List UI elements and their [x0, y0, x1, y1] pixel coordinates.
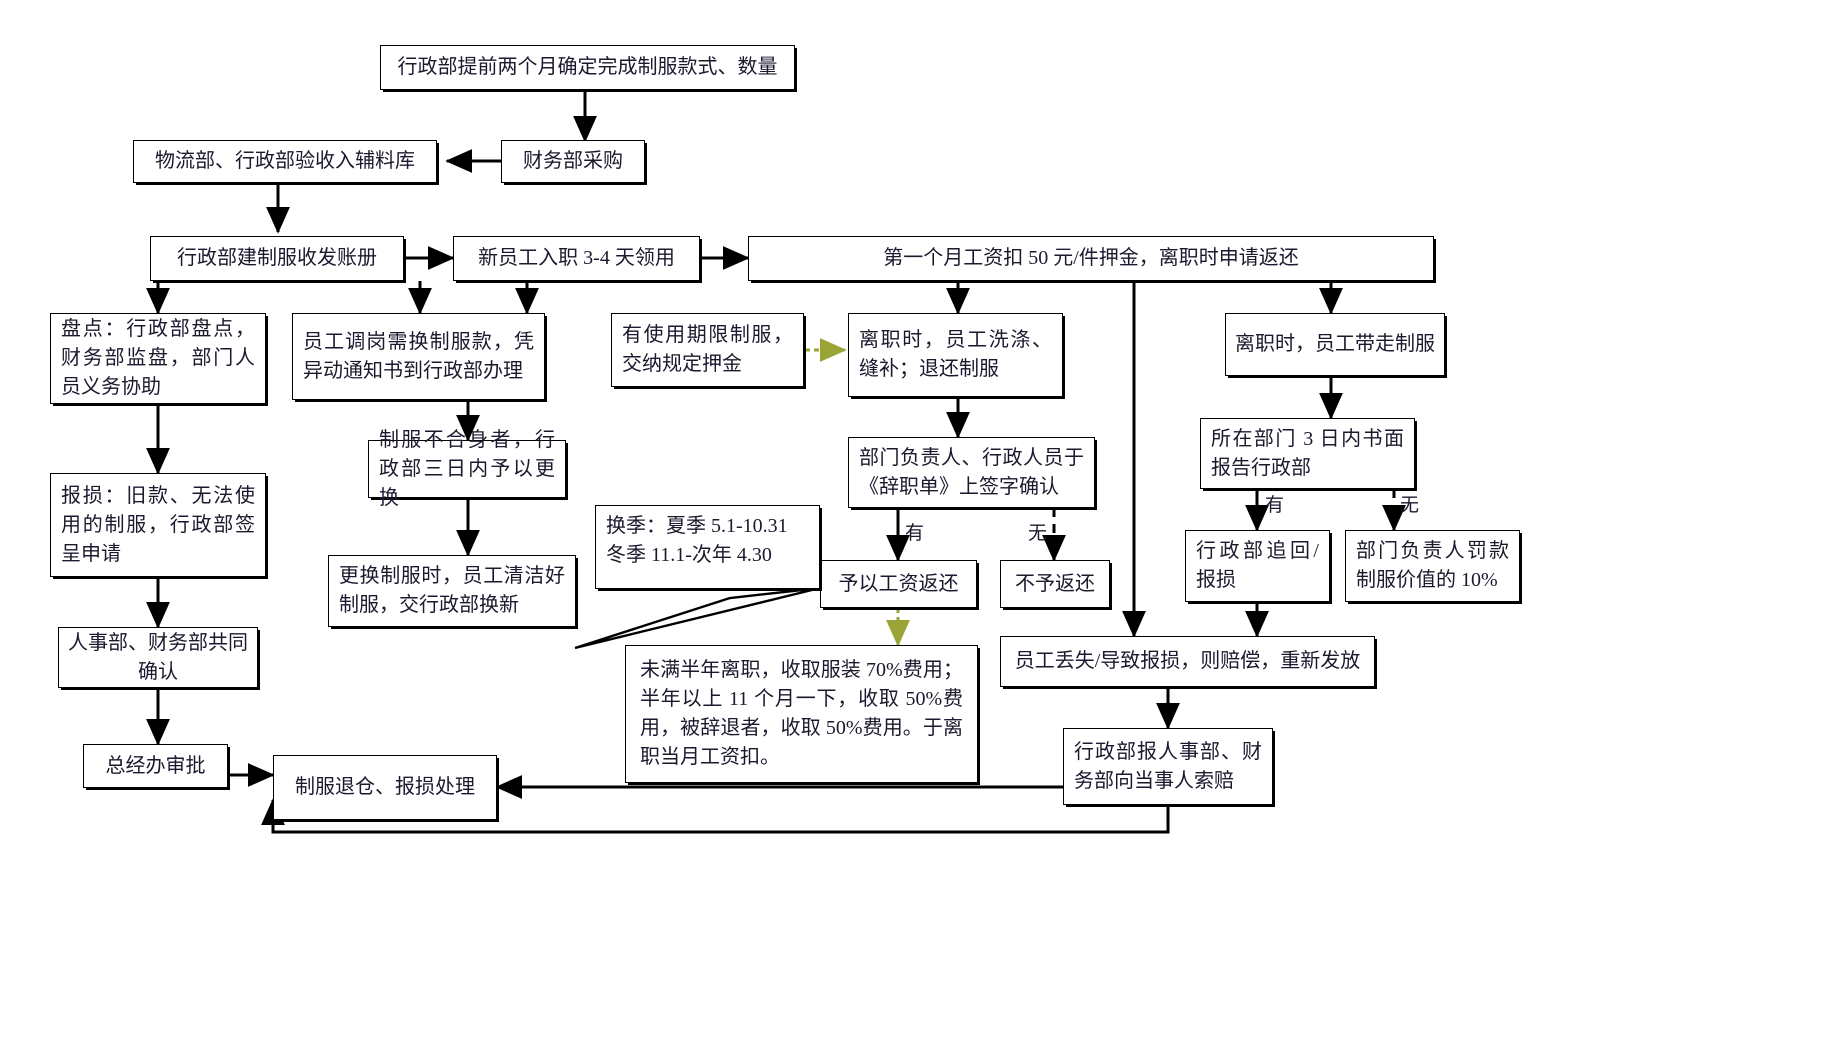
node-n12[interactable]: 报损：旧款、无法使用的制服，行政部签呈申请: [50, 473, 266, 577]
callout-line-1: 换季：夏季 5.1-10.31: [606, 515, 788, 537]
node-n11[interactable]: 离职时，员工带走制服: [1225, 313, 1445, 376]
node-label: 制服退仓、报损处理: [295, 776, 475, 798]
node-label: 行政部追回/报损: [1196, 540, 1319, 591]
node-n6[interactable]: 第一个月工资扣 50 元/件押金，离职时申请返还: [748, 236, 1434, 281]
node-label: 人事部、财务部共同确认: [68, 631, 248, 683]
edge-label-no-resign: 无: [1028, 523, 1048, 544]
node-label: 未满半年离职，收取服装 70%费用；半年以上 11 个月一下，收取 50%费用，…: [640, 659, 963, 768]
node-label: 予以工资返还: [838, 572, 959, 595]
node-label: 行政部提前两个月确定完成制服款式、数量: [397, 56, 778, 78]
node-label: 员工调岗需换制服款，凭异动通知书到行政部办理: [303, 330, 534, 382]
node-n2[interactable]: 财务部采购: [501, 140, 645, 183]
node-n15[interactable]: 所在部门 3 日内书面报告行政部: [1200, 418, 1415, 489]
node-label: 所在部门 3 日内书面报告行政部: [1211, 427, 1404, 479]
node-n26[interactable]: 未满半年离职，收取服装 70%费用；半年以上 11 个月一下，收取 50%费用，…: [625, 645, 978, 783]
node-n19[interactable]: 行政部追回/报损: [1185, 530, 1330, 602]
node-n8[interactable]: 员工调岗需换制服款，凭异动通知书到行政部办理: [292, 313, 545, 400]
node-n3[interactable]: 物流部、行政部验收入辅料库: [133, 140, 437, 183]
node-label: 行政部报人事部、财务部向当事人索赔: [1074, 740, 1262, 792]
node-label: 财务部采购: [523, 150, 623, 172]
node-n13[interactable]: 制服不合身者，行政部三日内予以更换: [368, 429, 566, 509]
node-label: 第一个月工资扣 50 元/件押金，离职时申请返还: [883, 247, 1299, 269]
node-n7[interactable]: 盘点：行政部盘点，财务部监盘，部门人员义务协助: [50, 313, 266, 404]
node-label: 更换制服时，员工清洁好制服，交行政部换新: [339, 565, 565, 616]
node-label: 部门负责人、行政人员于《辞职单》上签字确认: [859, 446, 1084, 498]
node-n4[interactable]: 行政部建制服收发账册: [150, 236, 404, 281]
node-label: 不予返还: [1015, 572, 1095, 595]
node-n14[interactable]: 部门负责人、行政人员于《辞职单》上签字确认: [848, 437, 1095, 508]
callout-line-2: 冬季 11.1-次年 4.30: [606, 544, 772, 566]
edge-label-no-report: 无: [1400, 495, 1420, 516]
node-label: 离职时，员工带走制服: [1235, 333, 1435, 355]
node-label: 有使用期限制服，交纳规定押金: [622, 324, 793, 375]
node-n5[interactable]: 新员工入职 3-4 天领用: [453, 236, 700, 281]
node-n20[interactable]: 部门负责人罚款制服价值的 10%: [1345, 530, 1520, 602]
edge-label-yes-report: 有: [1265, 495, 1285, 516]
node-n23[interactable]: 总经办审批: [83, 744, 228, 788]
node-n10[interactable]: 离职时，员工洗涤、缝补；退还制服: [848, 313, 1063, 397]
node-n24[interactable]: 制服退仓、报损处理: [273, 755, 497, 820]
node-label: 部门负责人罚款制服价值的 10%: [1356, 540, 1509, 591]
node-n25[interactable]: 行政部报人事部、财务部向当事人索赔: [1063, 728, 1273, 805]
node-label: 新员工入职 3-4 天领用: [478, 247, 675, 269]
node-label: 行政部建制服收发账册: [177, 247, 377, 269]
node-label: 物流部、行政部验收入辅料库: [155, 150, 415, 172]
node-label: 员工丢失/导致报损，则赔偿，重新发放: [1014, 650, 1361, 672]
node-n22[interactable]: 员工丢失/导致报损，则赔偿，重新发放: [1000, 636, 1375, 687]
node-n16[interactable]: 更换制服时，员工清洁好制服，交行政部换新: [328, 555, 576, 627]
node-label: 制服不合身者，行政部三日内予以更换: [379, 428, 555, 509]
node-n18[interactable]: 不予返还: [1000, 560, 1110, 608]
node-label: 离职时，员工洗涤、缝补；退还制服: [859, 329, 1052, 380]
callout-season-change[interactable]: 换季：夏季 5.1-10.31 冬季 11.1-次年 4.30: [595, 505, 820, 589]
node-n9[interactable]: 有使用期限制服，交纳规定押金: [611, 313, 804, 387]
node-n17[interactable]: 予以工资返还: [820, 560, 977, 608]
node-label: 报损：旧款、无法使用的制服，行政部签呈申请: [61, 484, 255, 565]
node-label: 盘点：行政部盘点，财务部监盘，部门人员义务协助: [61, 318, 255, 398]
node-n21[interactable]: 人事部、财务部共同确认: [58, 627, 258, 688]
node-n1[interactable]: 行政部提前两个月确定完成制服款式、数量: [380, 45, 795, 90]
node-label: 总经办审批: [105, 754, 206, 777]
edge-label-yes-resign: 有: [905, 523, 925, 544]
